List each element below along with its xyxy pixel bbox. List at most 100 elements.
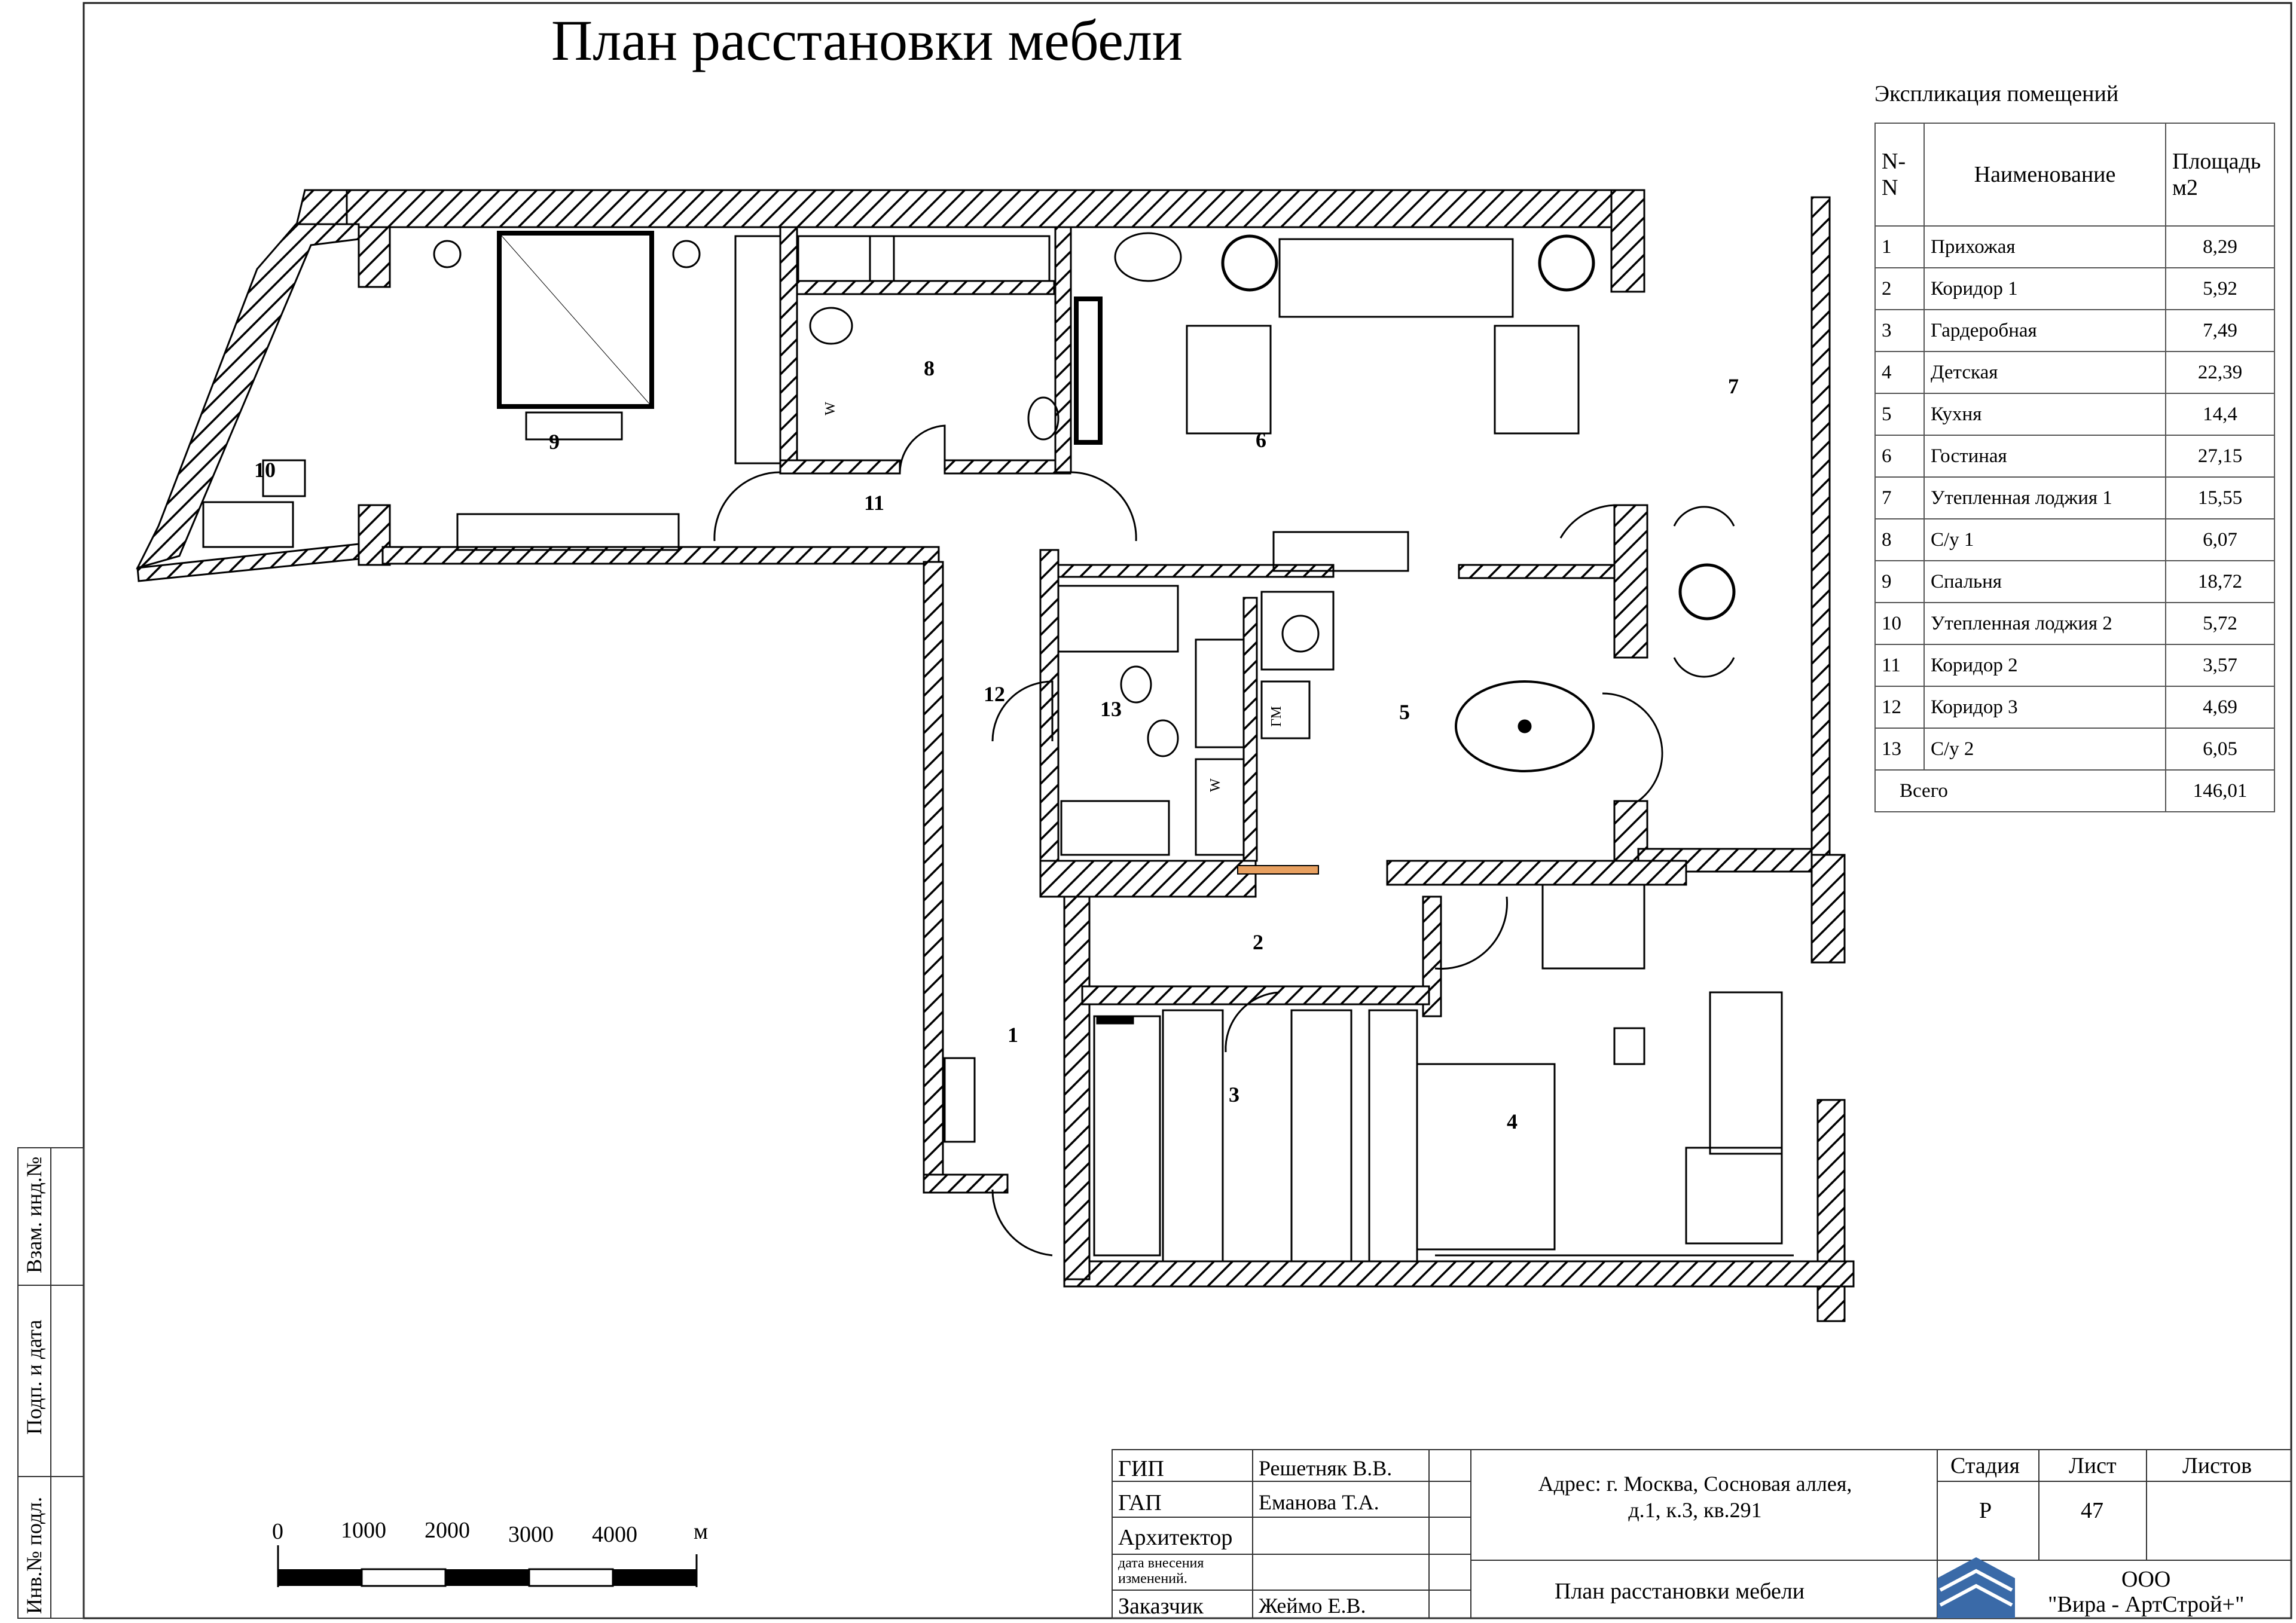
expl-cell-num: 7 xyxy=(1874,476,1925,519)
scale-tick-1000: 1000 xyxy=(341,1518,386,1543)
room-label-1: 1 xyxy=(1007,1023,1018,1047)
expl-cell-area: 6,07 xyxy=(2165,518,2275,561)
side-stamp-frame xyxy=(17,1147,84,1619)
stage-value: Р xyxy=(1979,1498,1992,1523)
doors xyxy=(713,424,1663,1257)
scale-tick-3000: 3000 xyxy=(508,1522,554,1547)
expl-cell-num: 3 xyxy=(1874,309,1925,352)
side-stamp-a: Взам. инд.№ xyxy=(22,1156,46,1273)
gap-name: Еманова Т.А. xyxy=(1259,1490,1379,1514)
company-logo xyxy=(1937,1557,2015,1618)
stage-label: Стадия xyxy=(1950,1453,2020,1478)
scale-tick-4000: 4000 xyxy=(592,1522,637,1547)
expl-cell-name: Коридор 3 xyxy=(1923,686,2166,729)
expl-cell-name: Спальня xyxy=(1923,560,2166,603)
expl-total-value: 146,01 xyxy=(2165,769,2275,812)
expl-cell-num: 9 xyxy=(1874,560,1925,603)
drawing-title-small: План расстановки мебели xyxy=(1555,1579,1805,1604)
sheet-value: 47 xyxy=(2081,1498,2103,1523)
title-block-frame xyxy=(1112,1449,2292,1619)
washing-machine-label-2: W xyxy=(1207,778,1223,792)
client-name: Жеймо Е.В. xyxy=(1259,1594,1366,1618)
expl-cell-name: С/у 1 xyxy=(1923,518,2166,561)
company-line2: "Вира - АртСтрой+" xyxy=(2048,1592,2245,1617)
expl-cell-num: 1 xyxy=(1874,225,1925,268)
gap-label: ГАП xyxy=(1118,1490,1162,1515)
expl-cell-num: 10 xyxy=(1874,602,1925,645)
expl-cell-area: 4,69 xyxy=(2165,686,2275,729)
furniture xyxy=(202,231,1794,1263)
room-label-5: 5 xyxy=(1399,700,1410,724)
room-label-4: 4 xyxy=(1507,1109,1518,1133)
room-label-11: 11 xyxy=(864,491,885,515)
expl-cell-name: Гостиная xyxy=(1923,435,2166,478)
expl-cell-name: Кухня xyxy=(1923,393,2166,436)
room-label-6: 6 xyxy=(1256,428,1266,452)
expl-cell-name: Утепленная лоджия 1 xyxy=(1923,476,2166,519)
expl-cell-name: Коридор 1 xyxy=(1923,267,2166,310)
expl-cell-num: 2 xyxy=(1874,267,1925,310)
sheet-label: Лист xyxy=(2069,1453,2117,1478)
room-label-7: 7 xyxy=(1728,374,1739,398)
explication-caption: Экспликация помещений xyxy=(1874,81,2119,106)
expl-header-area: Площадь м2 xyxy=(2165,123,2275,227)
scale-unit: м xyxy=(694,1519,709,1544)
expl-cell-area: 7,49 xyxy=(2165,309,2275,352)
room-label-10: 10 xyxy=(254,458,276,482)
expl-total-label: Всего xyxy=(1874,769,2166,812)
expl-cell-area: 5,92 xyxy=(2165,267,2275,310)
architect-label: Архитектор xyxy=(1118,1525,1233,1550)
side-stamp-b: Подп. и дата xyxy=(22,1319,46,1435)
expl-cell-num: 11 xyxy=(1874,644,1925,687)
expl-cell-area: 22,39 xyxy=(2165,351,2275,394)
scale-tick-0: 0 xyxy=(272,1519,283,1544)
room-label-3: 3 xyxy=(1229,1083,1239,1107)
gip-name: Решетняк В.В. xyxy=(1259,1456,1393,1480)
expl-header-name: Наименование xyxy=(1923,123,2166,227)
washing-machine-label: W xyxy=(822,402,838,415)
expl-header-num: N-N xyxy=(1874,123,1925,227)
room-label-13: 13 xyxy=(1100,697,1122,721)
client-label: Заказчик xyxy=(1118,1594,1204,1619)
expl-cell-name: Прихожая xyxy=(1923,225,2166,268)
room-label-12: 12 xyxy=(984,682,1005,706)
expl-cell-area: 6,05 xyxy=(2165,728,2275,771)
expl-cell-name: С/у 2 xyxy=(1923,728,2166,771)
gip-label: ГИП xyxy=(1118,1456,1164,1481)
expl-cell-area: 15,55 xyxy=(2165,476,2275,519)
company-line1: ООО xyxy=(2121,1567,2171,1592)
address: Адрес: г. Москва, Сосновая аллея, д.1, к… xyxy=(1538,1472,1852,1522)
expl-cell-area: 5,72 xyxy=(2165,602,2275,645)
expl-cell-name: Гардеробная xyxy=(1923,309,2166,352)
expl-cell-num: 6 xyxy=(1874,435,1925,478)
expl-cell-area: 3,57 xyxy=(2165,644,2275,687)
room-label-9: 9 xyxy=(549,430,560,454)
walls xyxy=(136,189,1855,1322)
sheets-label: Листов xyxy=(2182,1453,2252,1478)
side-stamp-c: Инв.№ подл. xyxy=(22,1496,46,1614)
expl-cell-name: Утепленная лоджия 2 xyxy=(1923,602,2166,645)
scale-tick-2000: 2000 xyxy=(425,1518,470,1543)
expl-cell-num: 4 xyxy=(1874,351,1925,394)
expl-cell-area: 8,29 xyxy=(2165,225,2275,268)
room-label-2: 2 xyxy=(1253,930,1263,954)
gm-label: ГМ xyxy=(1268,706,1284,727)
drawing-title: План расстановки мебели xyxy=(551,8,1183,72)
